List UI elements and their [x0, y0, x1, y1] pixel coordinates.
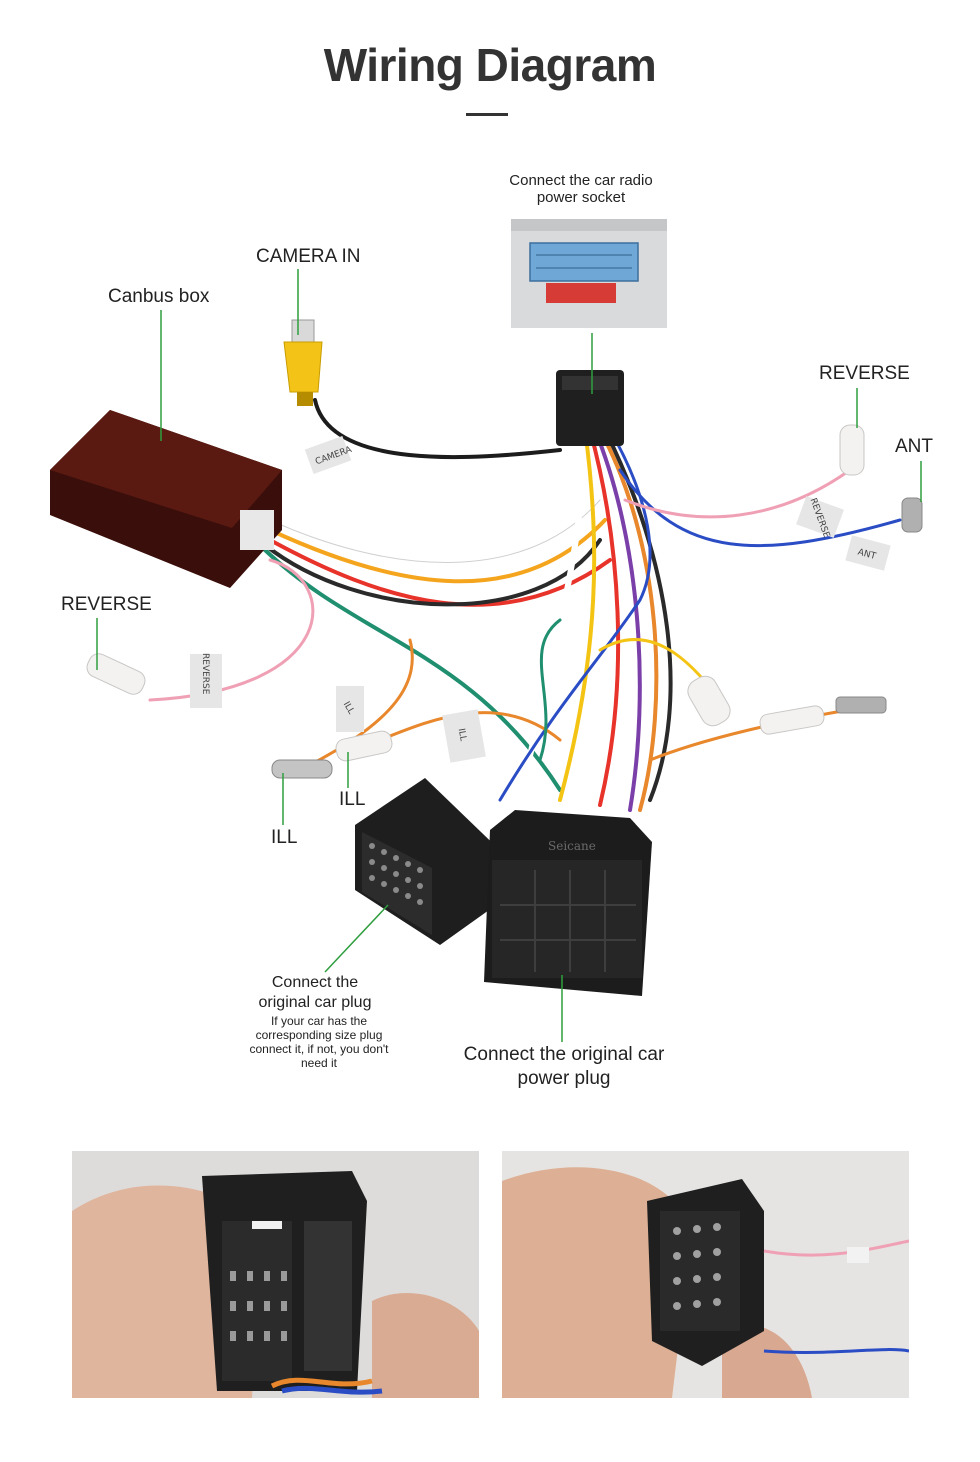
wiring-diagram: CAMERA REVERSE ANT REVERSE ILL ILL Seica…	[50, 219, 923, 1042]
label-ant: ANT	[895, 436, 933, 457]
label-canbus-box: Canbus box	[108, 286, 210, 307]
title-underline	[466, 113, 508, 116]
pointer-lines	[96, 269, 922, 1042]
label-ill-lower: ILL	[271, 827, 298, 848]
terminal-connectors	[86, 424, 923, 779]
label-original-plug: Connect the original car plug	[258, 974, 372, 1011]
camera-rca-connector	[283, 319, 323, 406]
canbus-box-shape	[50, 410, 282, 588]
label-ill-upper: ILL	[339, 789, 366, 810]
label-camera-in: CAMERA IN	[256, 246, 361, 267]
label-original-plug-note: If your car has the corresponding size p…	[249, 1014, 389, 1070]
label-power-plug: Connect the original car power plug	[463, 1044, 665, 1089]
wire-tags	[190, 435, 891, 763]
label-reverse-left: REVERSE	[61, 594, 152, 615]
page-title: Wiring Diagram	[323, 39, 657, 91]
brand-mark: Seicane	[548, 839, 596, 853]
photo-power-plug-in-hand	[72, 1151, 479, 1398]
label-reverse-right: REVERSE	[819, 363, 910, 384]
photo-original-plug-in-hand	[502, 1151, 909, 1398]
label-radio-socket: Connect the car radio power socket	[509, 172, 653, 206]
radio-socket-photo	[511, 219, 667, 328]
power-plug-connector	[484, 810, 652, 996]
tag-ant: ANT	[857, 548, 878, 563]
original-plug-connector	[355, 778, 510, 945]
tag-reverse-left: REVERSE	[200, 653, 210, 695]
tag-ill-b: ILL	[456, 728, 468, 742]
wire-bundle	[148, 398, 902, 812]
